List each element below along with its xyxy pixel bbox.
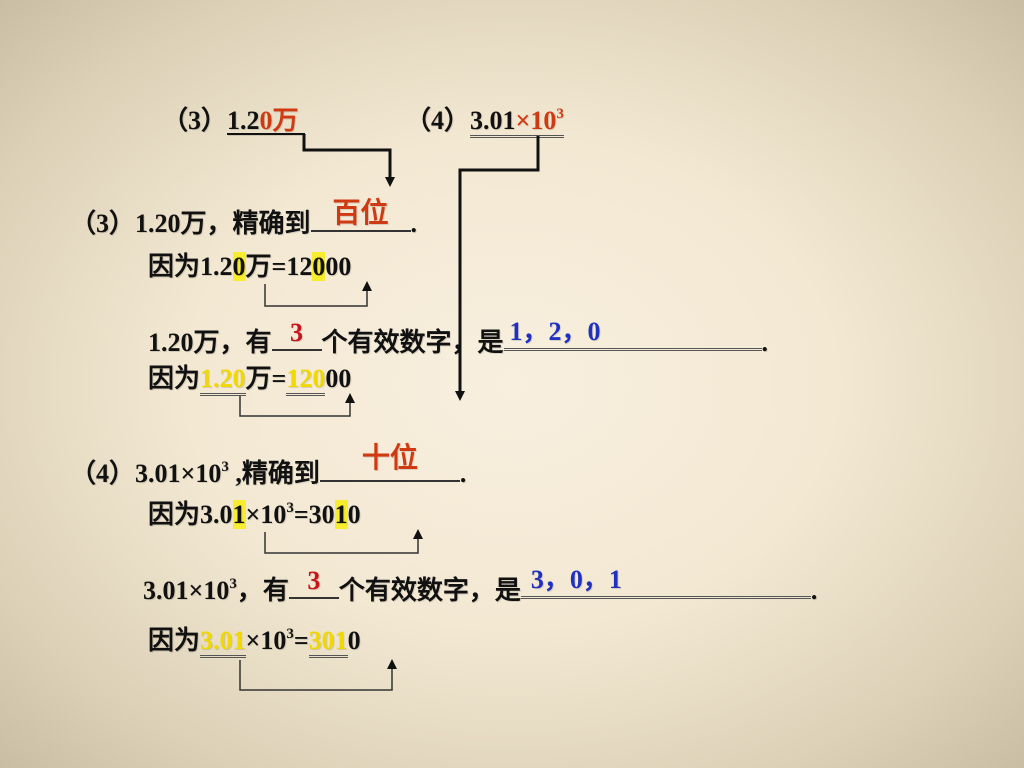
q4-reason1: 因为3.01×103=3010: [148, 500, 361, 529]
q3-reason1: 因为1.20万=12000: [148, 252, 352, 281]
q3-question: （3）1.20万，精确到百位.: [70, 198, 418, 239]
q4-reason1-arrow: [264, 529, 423, 554]
header-part3: （3）1.20万: [162, 106, 305, 136]
q3-reason2-arrow: [239, 393, 355, 417]
q4-reason2-arrow: [239, 659, 397, 691]
q4-answer: 十位: [361, 443, 418, 474]
q3-reason1-digit1: 0: [232, 252, 246, 281]
q3-reason1-digit2: 0: [312, 252, 326, 281]
q3-reason2-num1: 1.20: [200, 364, 246, 396]
q4-answer-blank: 十位: [319, 444, 460, 482]
q3-digits: 1，2，0: [509, 317, 601, 346]
q4-digits-blank: 3，0，1: [520, 565, 811, 599]
header-arrow-part4: [455, 136, 540, 401]
header-part4: （4）3.01×103: [405, 106, 564, 138]
q4-digits: 3，0，1: [530, 565, 622, 594]
header-part3-label: （3）: [162, 106, 228, 135]
q4-reason1-digit1: 1: [232, 500, 246, 529]
q3-count: 3: [290, 318, 304, 347]
q4-count: 3: [307, 566, 321, 595]
q3-reason1-arrow: [264, 281, 372, 307]
header-arrow-part3: [302, 134, 395, 187]
header-part3-unit: 万: [272, 106, 299, 135]
header-part3-number: 1.20万: [227, 106, 299, 135]
q4-reason1-digit2: 1: [334, 500, 348, 529]
q3-count-blank: 3: [271, 318, 322, 351]
header-part4-expression: 3.01×103: [470, 106, 564, 138]
q4-reason2-num1: 3.01: [200, 626, 246, 658]
q3-answer-blank: 百位: [310, 198, 411, 232]
q3-reason2-num2: 120: [286, 364, 326, 396]
header-part3-zero: 0: [259, 106, 273, 135]
q3-answer: 百位: [332, 198, 389, 229]
q4-reason2: 因为3.01×103=3010: [148, 626, 361, 658]
header-part4-label: （4）: [405, 106, 471, 135]
q3-digits-blank: 1，2，0: [503, 317, 762, 351]
q4-reason2-num2: 301: [308, 626, 348, 658]
q3-reason2: 因为1.20万=12000: [148, 364, 351, 396]
q4-count-blank: 3: [288, 566, 339, 599]
q4-question: （4）3.01×103 ,精确到十位.: [70, 443, 467, 489]
